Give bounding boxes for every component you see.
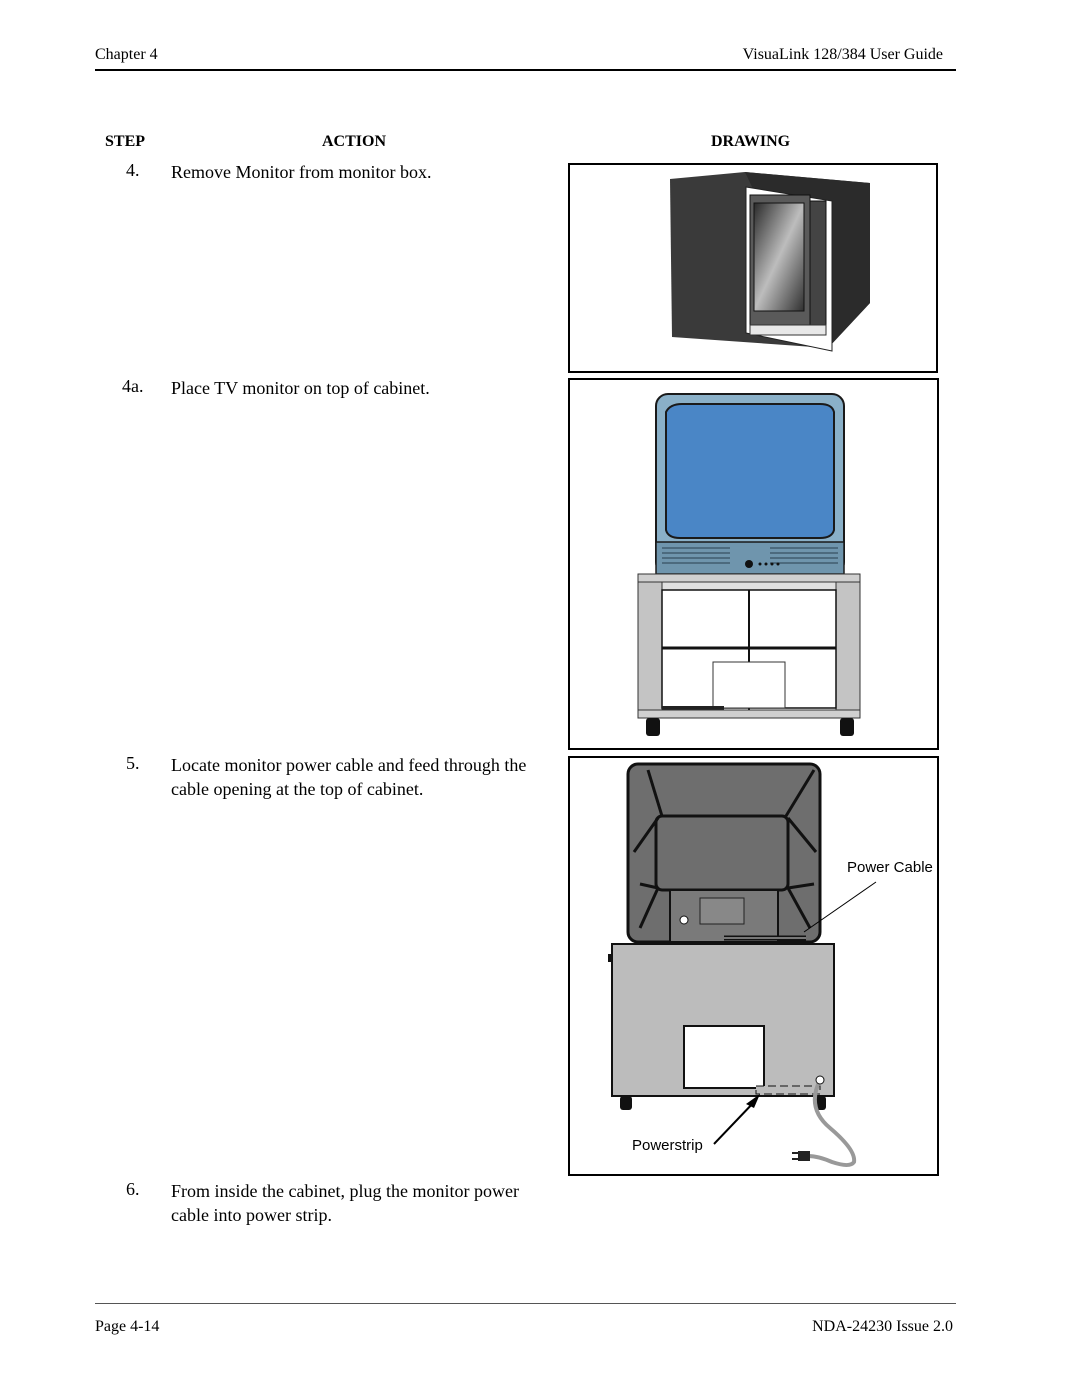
- step-action-text: Locate monitor power cable and feed thro…: [171, 755, 527, 799]
- monitor-side: [809, 200, 827, 328]
- step-number: 4a.: [122, 376, 144, 396]
- column-heading-step: STEP: [105, 133, 146, 150]
- drawing-rear-cable-routing: Power Cable Powerstrip: [568, 756, 939, 1176]
- cabinet-left-side: [637, 581, 663, 719]
- callout-power-cable: Power Cable: [847, 859, 933, 876]
- power-button-icon: [745, 560, 753, 568]
- footer-rule: [95, 1303, 956, 1304]
- tv-cabinet-illustration: [637, 393, 861, 736]
- cabinet-wheel-left: [646, 718, 660, 736]
- rear-view-illustration: Power Cable Powerstrip: [608, 762, 933, 1167]
- powerstrip-arrow: [713, 1099, 757, 1145]
- power-plug-icon: [798, 1151, 810, 1161]
- step-action-text: From inside the cabinet, plug the monito…: [171, 1181, 519, 1225]
- monitor-screen: [753, 202, 805, 312]
- tv-rear-center-panel: [654, 814, 790, 892]
- callout-powerstrip: Powerstrip: [632, 1137, 703, 1154]
- header-guide-title: VisuaLink 128/384 User Guide: [742, 46, 943, 63]
- cabinet-wheel-right: [840, 718, 854, 736]
- header-rule: [95, 69, 956, 71]
- step-number: 4.: [126, 160, 140, 180]
- step-action-text: Place TV monitor on top of cabinet.: [171, 378, 430, 398]
- monitor-box-illustration: [670, 172, 870, 352]
- cabinet-inner-box: [712, 661, 786, 709]
- powerstrip: [755, 1085, 821, 1095]
- tv-screen: [665, 403, 835, 539]
- drawing-monitor-in-box: [568, 163, 938, 373]
- header-chapter: Chapter 4: [95, 46, 158, 63]
- column-heading-drawing: DRAWING: [711, 133, 791, 150]
- footer-page-number: Page 4-14: [95, 1318, 160, 1335]
- connector-jack-icon: [679, 915, 689, 925]
- step-number: 6.: [126, 1179, 140, 1199]
- cabinet-top: [637, 573, 861, 583]
- foam-insert: [749, 324, 827, 336]
- drawing-tv-on-cabinet: [568, 378, 939, 750]
- cable-opening: [683, 1025, 765, 1089]
- power-cord: [807, 1079, 857, 1167]
- step-number: 5.: [126, 753, 140, 773]
- column-heading-action: ACTION: [322, 133, 387, 150]
- cabinet-base: [637, 709, 861, 719]
- footer-doc-id: NDA-24230 Issue 2.0: [812, 1318, 953, 1335]
- power-cable-leader: [803, 881, 877, 933]
- cabinet-right-side: [835, 581, 861, 719]
- step-action-text: Remove Monitor from monitor box.: [171, 162, 432, 182]
